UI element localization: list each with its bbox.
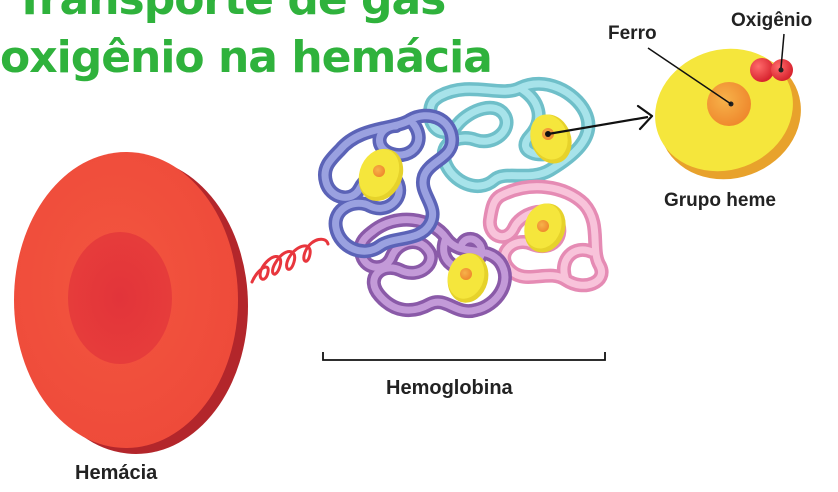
page-title-line-2: oxigênio na hemácia — [0, 32, 493, 83]
label-oxigenio: Oxigênio — [731, 10, 813, 31]
page-title-line-1: Transporte de gás — [0, 0, 460, 22]
label-hemoglobina: Hemoglobina — [386, 377, 513, 399]
leader-oxigenio — [780, 33, 785, 69]
hemoglobin-bracket — [322, 352, 606, 361]
heme-group-blue — [358, 148, 404, 202]
label-grupo-heme: Grupo heme — [664, 190, 776, 211]
leader-ferro — [647, 47, 732, 105]
label-hemacia: Hemácia — [75, 462, 158, 484]
heme-group-pink — [524, 203, 566, 253]
label-ferro: Ferro — [608, 23, 657, 44]
pointer-arrow — [545, 104, 654, 137]
oxygen-molecule — [750, 58, 793, 82]
coil-connector — [250, 237, 330, 284]
heme-group-purple — [447, 253, 489, 303]
red-blood-cell — [14, 152, 248, 454]
heme-group-enlarged — [655, 48, 801, 180]
